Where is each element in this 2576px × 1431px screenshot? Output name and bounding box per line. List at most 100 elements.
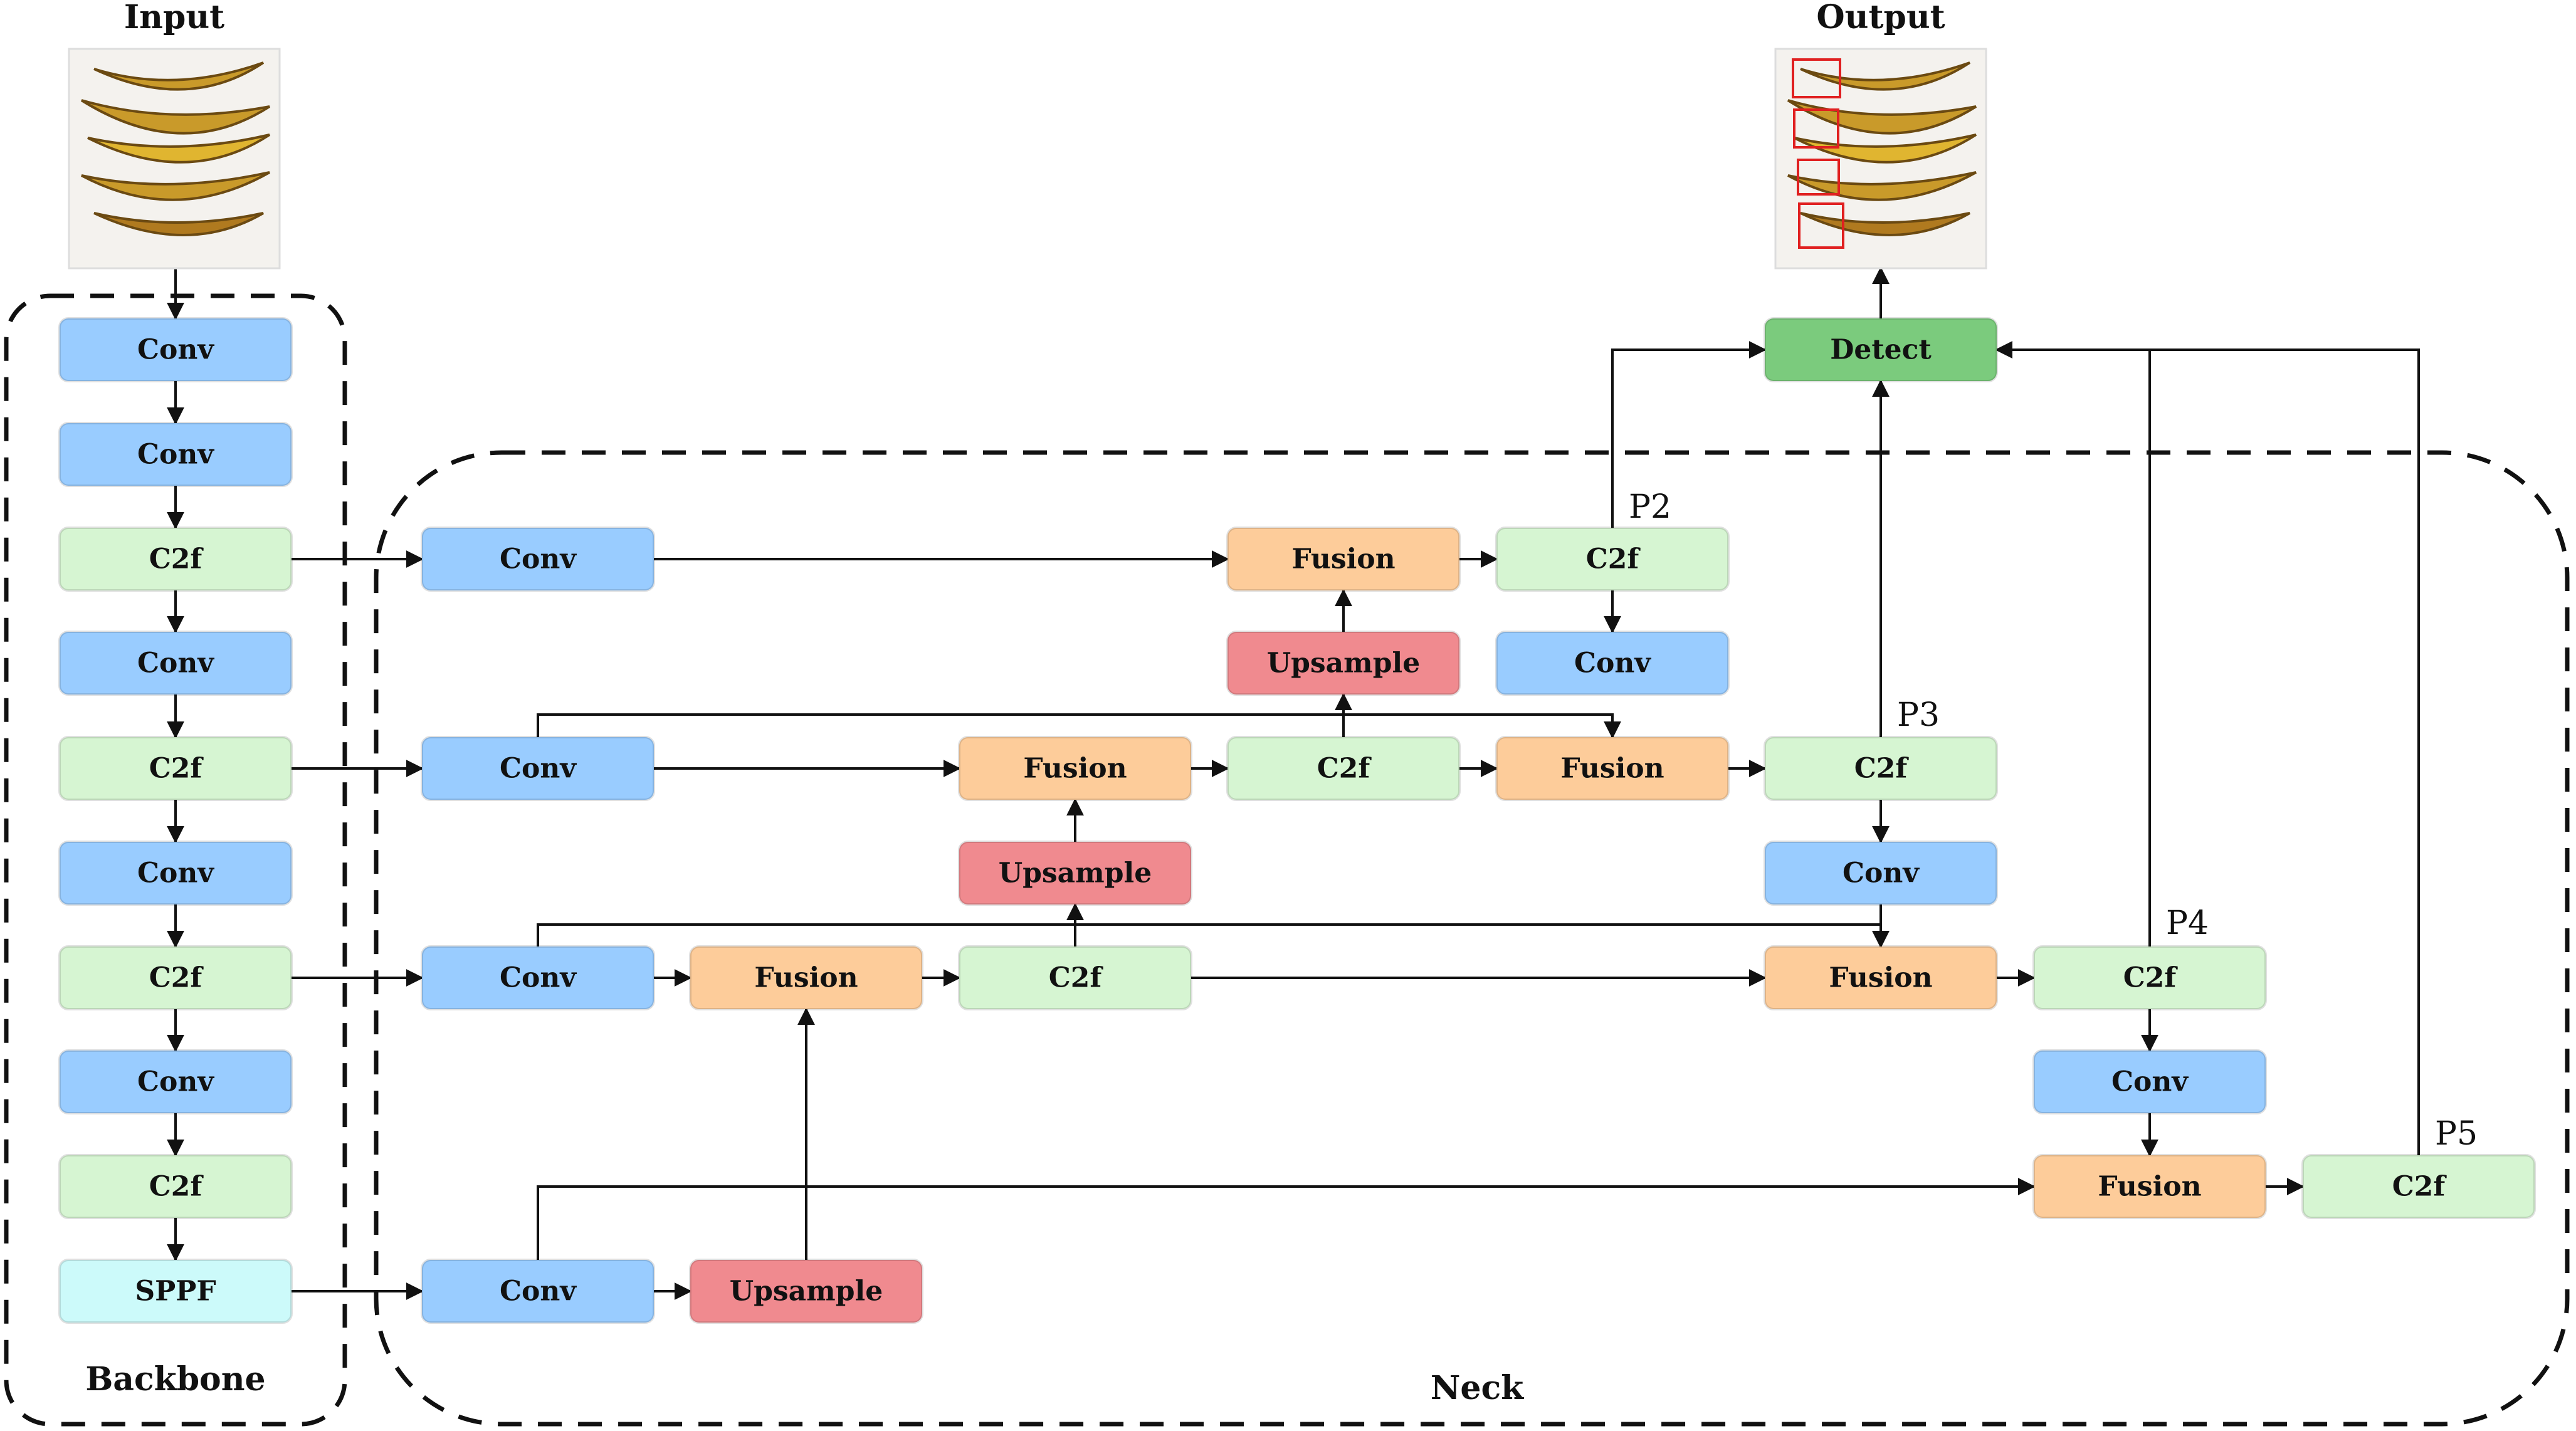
fusion-block-n-fusion-r3b: Fusion [1764, 945, 1998, 1010]
edge-conv-r2-to-fusion-r2b [537, 713, 1621, 739]
edge-conv-r3-to-fusion-r3b [537, 923, 1890, 948]
conv-block-n-conv-r35: Conv [2032, 1049, 2267, 1114]
detect-box [1764, 317, 1998, 382]
sppf-label: SPPF [135, 1276, 216, 1308]
upsample-block-n-up-r15: Upsample [1226, 631, 1461, 696]
c2f-block-n-c2f-p2: C2f [1495, 527, 1730, 592]
detection-boxes [1792, 58, 1844, 249]
conv-label: Conv [1843, 857, 1920, 889]
fusion-label: Fusion [754, 962, 858, 994]
conv-box [58, 422, 293, 487]
fusion-box [689, 945, 923, 1010]
conv-block-n-conv-r15: Conv [1495, 631, 1730, 696]
input-image [68, 48, 281, 270]
conv-box [421, 945, 655, 1010]
detect-label: Detect [1830, 334, 1932, 366]
edge-p2-to-detect [1611, 341, 1767, 528]
conv-label: Conv [137, 647, 214, 679]
upsample-label: Upsample [730, 1276, 883, 1308]
conv-label: Conv [137, 1066, 214, 1098]
conv-block-b-conv5: Conv [58, 1049, 293, 1114]
conv-block-n-conv-r3: Conv [421, 945, 655, 1010]
c2f-box [58, 945, 293, 1010]
conv-box [1764, 841, 1998, 906]
output-image [1774, 48, 1987, 270]
c2f-block-b-c2f2: C2f [58, 736, 293, 801]
upsample-label: Upsample [999, 857, 1152, 889]
fusion-block-n-fusion-r3a: Fusion [689, 945, 923, 1010]
conv-block-b-conv2: Conv [58, 422, 293, 487]
c2f-block-n-c2f-p4: C2f [2032, 945, 2267, 1010]
c2f-box [2032, 945, 2267, 1010]
c2f-block-n-c2f-p5: C2f [2301, 1154, 2536, 1219]
c2f-label: C2f [149, 962, 204, 994]
conv-label: Conv [500, 1276, 577, 1308]
fusion-label: Fusion [1291, 543, 1395, 575]
c2f-box [58, 736, 293, 801]
edge-p4-to-detect [1995, 341, 2151, 946]
conv-block-b-conv4: Conv [58, 841, 293, 906]
c2f-block-b-c2f4: C2f [58, 1154, 293, 1219]
c2f-label: C2f [1586, 543, 1641, 575]
c2f-label: C2f [1049, 962, 1104, 994]
fusion-label: Fusion [1829, 962, 1932, 994]
conv-label: Conv [500, 962, 577, 994]
fusion-block-n-fusion-r4: Fusion [2032, 1154, 2267, 1219]
connector-layer [167, 266, 2420, 1300]
fusion-box [958, 736, 1192, 801]
conv-label: Conv [1574, 647, 1651, 679]
c2f-box [1764, 736, 1998, 801]
conv-block-b-conv3: Conv [58, 631, 293, 696]
conv-block-n-conv-r4: Conv [421, 1259, 655, 1324]
edge-p5-to-detect [1995, 341, 2420, 1155]
c2f-box [58, 1154, 293, 1219]
conv-label: Conv [2111, 1066, 2189, 1098]
c2f-block-n-c2f-r2a: C2f [1226, 736, 1461, 801]
fusion-box [1495, 736, 1730, 801]
upsample-block-n-up-r4: Upsample [689, 1259, 923, 1324]
upsample-box [1226, 631, 1461, 696]
p2-label: P2 [1629, 488, 1671, 526]
c2f-label: C2f [149, 753, 204, 785]
upsample-block-n-up-r25: Upsample [958, 841, 1192, 906]
fusion-box [2032, 1154, 2267, 1219]
conv-block-n-conv-r25: Conv [1764, 841, 1998, 906]
fusion-label: Fusion [2098, 1171, 2201, 1203]
output-label: Output [1816, 0, 1945, 36]
fusion-block-n-fusion-r2a: Fusion [958, 736, 1192, 801]
detect-block-detect: Detect [1764, 317, 1998, 382]
input-label: Input [124, 0, 224, 36]
c2f-label: C2f [1854, 753, 1910, 785]
conv-block-n-conv-r2: Conv [421, 736, 655, 801]
c2f-box [1495, 527, 1730, 592]
c2f-label: C2f [1317, 753, 1372, 785]
node-layer: ConvConvC2fConvC2fConvC2fConvC2fSPPFConv… [58, 317, 2536, 1324]
c2f-label: C2f [149, 1171, 204, 1203]
neck-label: Neck [1431, 1369, 1524, 1407]
c2f-label: C2f [2123, 962, 2179, 994]
fusion-box [1226, 527, 1461, 592]
conv-box [421, 1259, 655, 1324]
c2f-box [58, 527, 293, 592]
conv-box [58, 317, 293, 382]
conv-label: Conv [137, 334, 214, 366]
c2f-box [2301, 1154, 2536, 1219]
fusion-block-n-fusion-r2b: Fusion [1495, 736, 1730, 801]
edge-conv-r4-to-fusion-r4 [537, 1178, 2036, 1260]
conv-block-b-conv1: Conv [58, 317, 293, 382]
c2f-block-b-c2f1: C2f [58, 527, 293, 592]
conv-box [58, 1049, 293, 1114]
neck-region [374, 450, 2570, 1427]
p4-label: P4 [2166, 904, 2209, 942]
upsample-label: Upsample [1267, 647, 1420, 679]
upsample-box [958, 841, 1192, 906]
conv-box [421, 736, 655, 801]
backbone-label: Backbone [85, 1360, 265, 1398]
conv-box [58, 631, 293, 696]
c2f-box [1226, 736, 1461, 801]
conv-box [58, 841, 293, 906]
conv-label: Conv [500, 753, 577, 785]
conv-block-n-conv-r1: Conv [421, 527, 655, 592]
p5-label: P5 [2435, 1115, 2478, 1153]
c2f-label: C2f [149, 543, 204, 575]
